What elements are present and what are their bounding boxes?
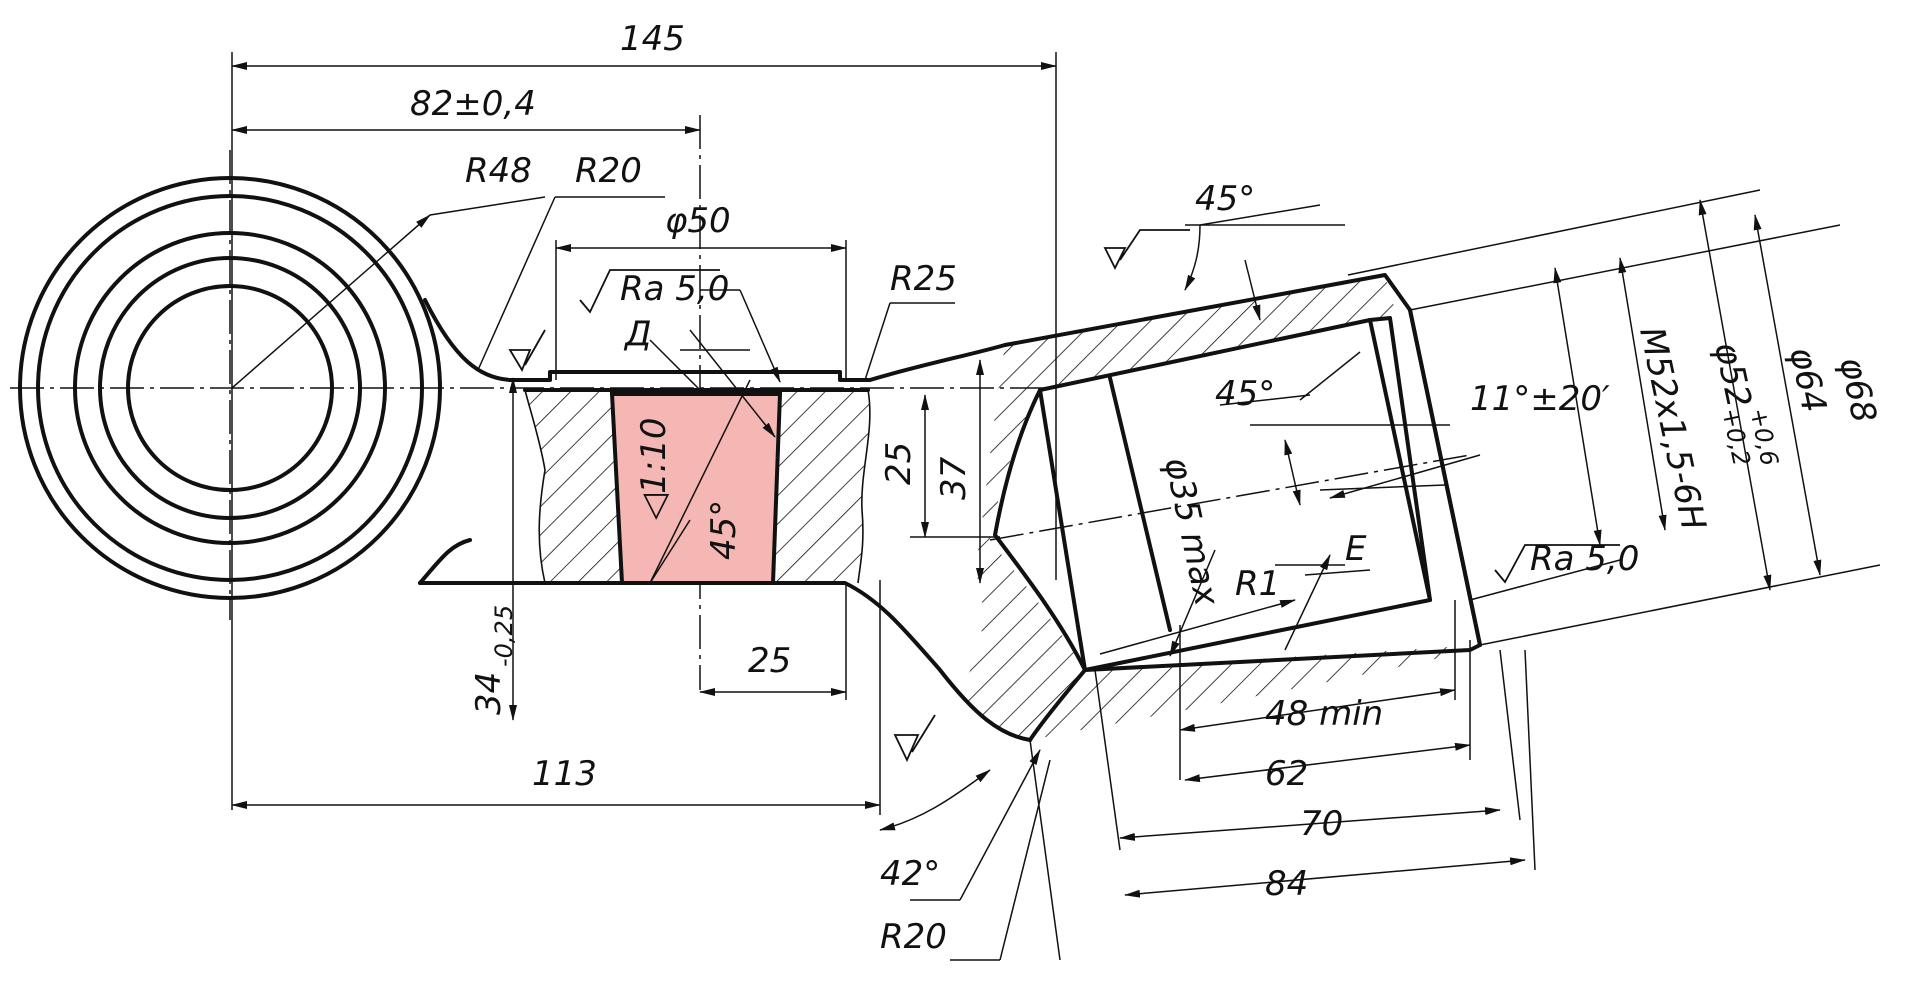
tube-body xyxy=(960,273,1482,742)
dim-phi35: φ35 max xyxy=(1156,454,1227,610)
ra-right: Ra 5,0 xyxy=(1530,539,1639,579)
roughness-symbols xyxy=(508,229,1620,763)
dim-thread: M52x1,5-6H xyxy=(1631,324,1713,534)
dim-145: 145 xyxy=(620,19,685,59)
middle-section xyxy=(523,388,871,584)
arm-outline xyxy=(418,298,1032,742)
dim-45-bore: 45° xyxy=(704,500,744,560)
dim-34-tol: -0,25 xyxy=(490,605,518,667)
dim-113: 113 xyxy=(532,754,597,794)
dim-70: 70 xyxy=(1300,804,1343,844)
dim-45-top: 45° xyxy=(1195,179,1255,219)
dim-84: 84 xyxy=(1265,864,1308,904)
dim-11: 11°±20′ xyxy=(1470,379,1610,419)
label-r1: R1 xyxy=(1235,564,1280,604)
dim-phi68: φ68 xyxy=(1831,354,1884,427)
dim-82: 82±0,4 xyxy=(410,84,536,124)
dim-r25: R25 xyxy=(890,259,957,299)
dim-phi52: φ52 xyxy=(1706,339,1759,412)
dim-34: 34 xyxy=(469,672,509,715)
dim-45-inner: 45° xyxy=(1215,374,1275,414)
label-e: E xyxy=(1345,529,1367,569)
dim-42: 42° xyxy=(880,854,940,894)
dim-r48: R48 xyxy=(465,151,532,191)
dim-62: 62 xyxy=(1265,754,1308,794)
dim-taper: ◁1:10 xyxy=(634,418,674,521)
dim-r20-top: R20 xyxy=(575,151,642,191)
dim-25-vert: 25 xyxy=(879,442,919,485)
dimension-lines xyxy=(231,52,1881,961)
dim-48: 48 min xyxy=(1265,694,1383,734)
ra-left: Ra 5,0 xyxy=(620,269,729,309)
dim-r20-bottom: R20 xyxy=(880,917,947,957)
label-d: Д xyxy=(623,314,652,354)
dim-phi50: φ50 xyxy=(665,201,731,241)
dim-37: 37 xyxy=(934,456,974,500)
dim-25-horiz: 25 xyxy=(748,641,791,681)
